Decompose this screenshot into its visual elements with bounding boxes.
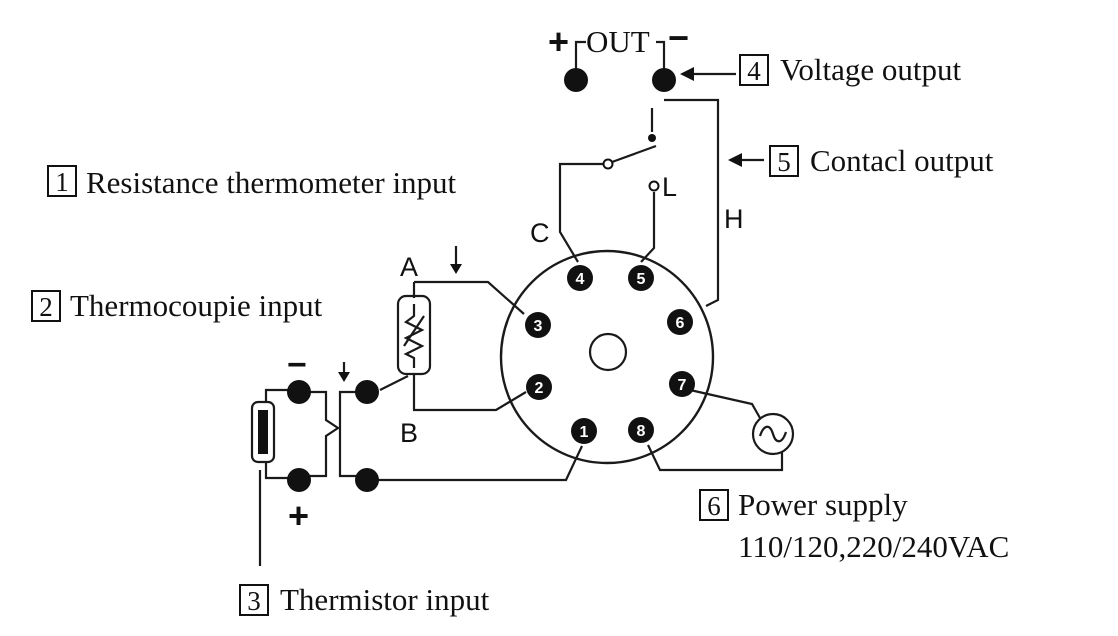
label-power-supply: 6 Power supply 110/120,220/240VAC bbox=[699, 487, 1009, 564]
rtd-element bbox=[396, 294, 432, 376]
socket-center-hole bbox=[588, 332, 628, 372]
pin-2-label: 2 bbox=[535, 380, 544, 397]
tc-lower-right-terminal bbox=[355, 468, 379, 492]
pin-4-label: 4 bbox=[576, 271, 585, 288]
out-minus-terminal bbox=[652, 68, 676, 92]
down-arrow-head-2 bbox=[338, 372, 350, 382]
tc-plus-sign: + bbox=[288, 495, 309, 536]
label-voltage-output: 4 Voltage output bbox=[739, 52, 961, 87]
relay-common-contact bbox=[602, 158, 614, 170]
pin-8-label: 8 bbox=[637, 423, 646, 440]
pin-2: 2 bbox=[526, 374, 552, 400]
down-arrow-head bbox=[450, 264, 462, 274]
socket-outline bbox=[499, 249, 715, 465]
terminal-c-label: C bbox=[530, 218, 550, 248]
rtd-terminal-b-label: B bbox=[400, 418, 418, 448]
svg-text:6: 6 bbox=[707, 491, 721, 521]
svg-text:1: 1 bbox=[55, 167, 69, 197]
tc-upper-right-terminal bbox=[355, 380, 379, 404]
svg-text:5: 5 bbox=[777, 147, 791, 177]
out-minus-sign: − bbox=[668, 17, 689, 58]
pin-1-label: 1 bbox=[580, 424, 589, 441]
pin-8: 8 bbox=[628, 417, 654, 443]
svg-text:Resistance thermometer input: Resistance thermometer input bbox=[86, 165, 457, 200]
label-thermistor: 3 Thermistor input bbox=[239, 582, 490, 617]
pin-3-label: 3 bbox=[534, 318, 543, 335]
power-supply-voltage: 110/120,220/240VAC bbox=[738, 529, 1009, 564]
out-plus-sign: + bbox=[548, 21, 569, 62]
label-thermocouple: 2 Thermocoupie input bbox=[31, 288, 323, 323]
pin-5: 5 bbox=[628, 265, 654, 291]
relay-low-contact bbox=[648, 180, 660, 192]
tc-minus-sign: − bbox=[287, 346, 307, 384]
rtd-terminal-a-label: A bbox=[400, 252, 418, 282]
tc-minus-terminal bbox=[287, 380, 311, 404]
label-resistance-thermometer: 1 Resistance thermometer input bbox=[47, 165, 457, 200]
pin-3: 3 bbox=[525, 312, 551, 338]
pin-7: 7 bbox=[669, 371, 695, 397]
terminal-h-label: H bbox=[724, 204, 744, 234]
wires bbox=[258, 40, 784, 566]
out-plus-terminal bbox=[564, 68, 588, 92]
pin-6-label: 6 bbox=[676, 315, 685, 332]
tc-plus-terminal bbox=[287, 468, 311, 492]
pin-7-label: 7 bbox=[678, 377, 687, 394]
svg-text:4: 4 bbox=[747, 56, 761, 86]
svg-text:Contacl output: Contacl output bbox=[810, 143, 994, 178]
relay-high-contact bbox=[648, 134, 656, 142]
svg-text:2: 2 bbox=[39, 292, 53, 322]
pin-6: 6 bbox=[667, 309, 693, 335]
label-contact-output: 5 Contacl output bbox=[769, 143, 994, 178]
out-label: OUT bbox=[586, 24, 650, 59]
terminal-l-label: L bbox=[662, 172, 677, 202]
pin-1: 1 bbox=[571, 418, 597, 444]
svg-text:3: 3 bbox=[247, 586, 261, 616]
pin-4: 4 bbox=[567, 265, 593, 291]
svg-text:Power supply: Power supply bbox=[738, 487, 908, 522]
svg-text:Thermistor input: Thermistor input bbox=[280, 582, 490, 617]
svg-text:Thermocoupie input: Thermocoupie input bbox=[70, 288, 323, 323]
svg-text:Voltage output: Voltage output bbox=[780, 52, 961, 87]
thermistor-element bbox=[250, 400, 276, 464]
pin-5-label: 5 bbox=[637, 271, 646, 288]
